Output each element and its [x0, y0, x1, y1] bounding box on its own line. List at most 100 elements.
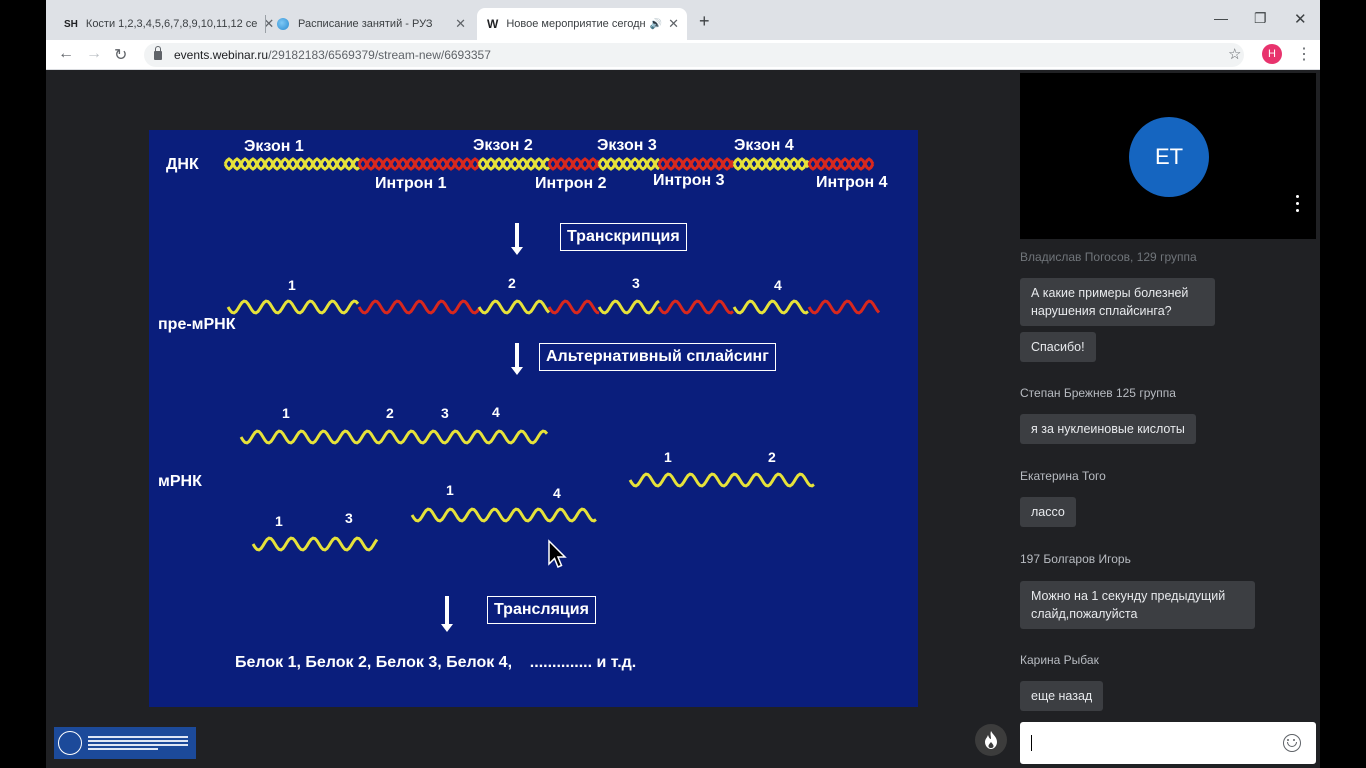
strand-segment [239, 429, 549, 445]
segment-number: 3 [345, 510, 353, 526]
tab-bones[interactable]: SH Кости 1,2,3,4,5,6,7,8,9,10,11,12 се ✕ [54, 8, 274, 40]
close-tab-icon[interactable]: ✕ [455, 16, 466, 31]
segment-number: 4 [774, 277, 782, 293]
segment-number: 1 [275, 513, 283, 529]
proteins-text: Белок 1, Белок 2, Белок 3, Белок 4, ....… [235, 654, 637, 671]
segment-number: 2 [508, 275, 516, 291]
browser-menu-icon[interactable]: ⋮ [1296, 46, 1312, 63]
strand-segment [477, 157, 550, 171]
strand-segment [223, 157, 360, 171]
chat-message: Спасибо! [1020, 332, 1096, 362]
address-bar[interactable]: events.webinar.ru/29182183/6569379/strea… [144, 43, 1244, 67]
exon-label: Экзон 1 [244, 138, 304, 155]
browser-window: SH Кости 1,2,3,4,5,6,7,8,9,10,11,12 се ✕… [46, 0, 1320, 768]
tab-strip: SH Кости 1,2,3,4,5,6,7,8,9,10,11,12 се ✕… [46, 0, 1320, 40]
strand-segment [807, 299, 881, 315]
segment-number: 1 [288, 277, 296, 293]
chat-message: А какие примеры болезней нарушения сплай… [1020, 278, 1215, 326]
exon-label: Экзон 2 [473, 137, 533, 154]
chat-message-input[interactable] [1020, 722, 1316, 764]
tab-title: Новое мероприятие сегодн [506, 18, 646, 30]
mrna-label: мРНК [158, 473, 202, 490]
strand-segment [597, 157, 660, 171]
minimize-icon[interactable]: — [1214, 10, 1228, 26]
strand-segment [732, 157, 810, 171]
sh-favicon-icon: SH [64, 18, 78, 30]
close-tab-icon[interactable]: ✕ [668, 16, 679, 31]
profile-avatar[interactable]: H [1262, 44, 1282, 64]
url-host: events.webinar.ru [174, 48, 269, 62]
speaker-video-tile: ЕТ [1020, 73, 1316, 239]
flame-icon [985, 731, 997, 749]
university-logo [54, 727, 196, 759]
strand-segment [477, 299, 551, 315]
close-window-icon[interactable]: ✕ [1294, 11, 1307, 28]
video-menu-icon[interactable] [1296, 195, 1300, 216]
tab-title: Кости 1,2,3,4,5,6,7,8,9,10,11,12 се [85, 18, 258, 30]
intron-label: Интрон 4 [816, 174, 888, 191]
exon-label: Экзон 3 [597, 137, 657, 154]
strand-segment [807, 157, 875, 171]
strand-segment [628, 472, 815, 488]
restore-icon[interactable]: ❐ [1254, 10, 1267, 26]
intron-label: Интрон 3 [653, 172, 725, 189]
splicing-box: Альтернативный сплайсинг [539, 343, 776, 371]
emblem-icon [58, 731, 82, 755]
webinar-stage: ДНК Экзон 1 Экзон 2 Экзон 3 Экзон 4 Интр… [46, 70, 1320, 768]
segment-number: 4 [553, 485, 561, 501]
tab-title: Расписание занятий - РУЗ [298, 18, 433, 30]
translation-box: Трансляция [487, 596, 596, 624]
tab-webinar[interactable]: W Новое мероприятие сегодн 🔊 ✕ [477, 8, 687, 40]
strand-segment [657, 157, 735, 171]
segment-number: 4 [492, 404, 500, 420]
rna-strands-graphic [223, 157, 881, 552]
globe-favicon-icon [276, 17, 290, 31]
segment-number: 2 [386, 405, 394, 421]
presentation-slide: ДНК Экзон 1 Экзон 2 Экзон 3 Экзон 4 Интр… [149, 130, 918, 707]
chat-message: я за нуклеиновые кислоты [1020, 414, 1196, 444]
text-caret [1031, 735, 1032, 751]
tab-separator [265, 15, 266, 33]
segment-number: 1 [664, 449, 672, 465]
segment-number: 3 [441, 405, 449, 421]
back-icon[interactable]: ← [58, 45, 74, 62]
strand-segment [410, 507, 597, 523]
pre-mrna-label: пре-мРНК [158, 316, 236, 333]
chat-author: Карина Рыбак [1020, 653, 1099, 667]
segment-number: 1 [282, 405, 290, 421]
strand-segment [251, 536, 379, 552]
down-arrow-icon [511, 223, 523, 255]
strand-segment [597, 157, 660, 171]
chat-author: Степан Брежнев 125 группа [1020, 386, 1176, 400]
chat-message: Можно на 1 секунду предыдущий слайд,пожа… [1020, 581, 1255, 629]
intron-label: Интрон 2 [535, 175, 607, 192]
new-tab-button[interactable]: + [699, 11, 710, 31]
strand-segment [732, 157, 810, 171]
close-tab-icon[interactable]: ✕ [263, 16, 275, 31]
exon-label: Экзон 4 [734, 137, 794, 154]
strand-segment [357, 157, 481, 171]
chat-author: Екатерина Того [1020, 469, 1106, 483]
strand-segment [357, 157, 481, 171]
strand-segment [477, 157, 550, 171]
mouse-pointer-icon [548, 539, 567, 568]
bookmark-star-icon[interactable]: ☆ [1228, 46, 1242, 63]
strand-segment [547, 157, 601, 171]
chat-message: еще назад [1020, 681, 1104, 711]
strand-segment [597, 299, 660, 315]
reaction-button[interactable] [975, 724, 1007, 756]
speaker-icon[interactable]: 🔊 [649, 18, 663, 30]
webinar-favicon-icon: W [487, 17, 499, 31]
lock-icon [154, 45, 162, 60]
toolbar: ← → ↻ events.webinar.ru/29182183/6569379… [46, 40, 1320, 70]
url-path: /29182183/6569379/stream-new/6693357 [268, 48, 491, 62]
segment-number: 2 [768, 449, 776, 465]
strand-segment [226, 299, 360, 315]
reload-icon[interactable]: ↻ [114, 47, 128, 64]
forward-icon[interactable]: → [86, 45, 102, 62]
strand-segment [357, 299, 481, 315]
intron-label: Интрон 1 [375, 175, 447, 192]
tab-schedule[interactable]: Расписание занятий - РУЗ ✕ [266, 8, 476, 40]
emoji-icon[interactable] [1283, 734, 1301, 752]
chat-author: Владислав Погосов, 129 группа [1020, 250, 1197, 264]
